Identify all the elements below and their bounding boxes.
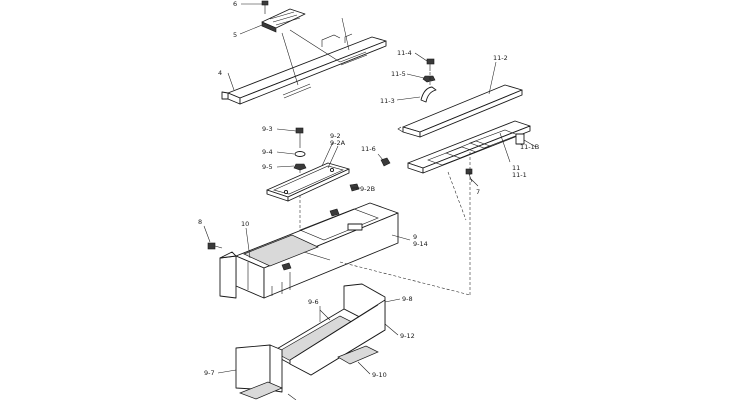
part-9-lower-tray: [235, 283, 386, 400]
label-7: 7: [476, 188, 480, 196]
part-7-screw: [465, 168, 473, 183]
part-11-2-cover: [397, 84, 523, 138]
label-9-2b: 9-2B: [360, 185, 375, 193]
label-8: 8: [198, 218, 202, 226]
label-9-2: 9-2: [330, 132, 341, 140]
part-10-tray: [219, 150, 471, 299]
leader-lines: [217, 3, 511, 375]
label-11-2: 11-2: [493, 54, 508, 62]
label-6: 6: [233, 0, 237, 8]
label-9-3: 9-3: [262, 125, 273, 133]
part-4-cover: [221, 17, 387, 105]
label-9-8: 9-8: [402, 295, 413, 303]
label-11: 11: [512, 164, 520, 172]
labels: 6 5 4 11-4 11-5 11-3 11-2 9-3 9-4 9-5 9-…: [198, 0, 539, 379]
label-11-1: 11-1: [512, 171, 527, 179]
label-11-4: 11-4: [397, 49, 412, 57]
label-9-2a: 9-2A: [330, 139, 346, 147]
label-9-5: 9-5: [262, 163, 273, 171]
label-9-6: 9-6: [308, 298, 319, 306]
label-9-10: 9-10: [372, 371, 387, 379]
label-4: 4: [218, 69, 222, 77]
part-8-screw: [203, 225, 223, 250]
part-9-2-plate: [266, 162, 350, 202]
label-9-7: 9-7: [204, 369, 215, 377]
label-9-4: 9-4: [262, 148, 273, 156]
label-9-12: 9-12: [400, 332, 415, 340]
label-11-1b: 11-1B: [520, 143, 539, 151]
label-9: 9: [413, 233, 417, 241]
label-11-6: 11-6: [361, 145, 376, 153]
label-9-14: 9-14: [413, 240, 428, 248]
label-11-5: 11-5: [391, 70, 406, 78]
part-9-2b-nut: [349, 183, 360, 192]
label-5: 5: [233, 31, 237, 39]
label-10: 10: [241, 220, 249, 228]
label-11-3: 11-3: [380, 97, 395, 105]
part-6-bolt: [261, 0, 269, 14]
part-5-grip: [261, 8, 306, 33]
part-11-hardware: [420, 58, 437, 103]
part-11-6-clip: [377, 153, 391, 167]
part-11-frame: [407, 120, 537, 221]
